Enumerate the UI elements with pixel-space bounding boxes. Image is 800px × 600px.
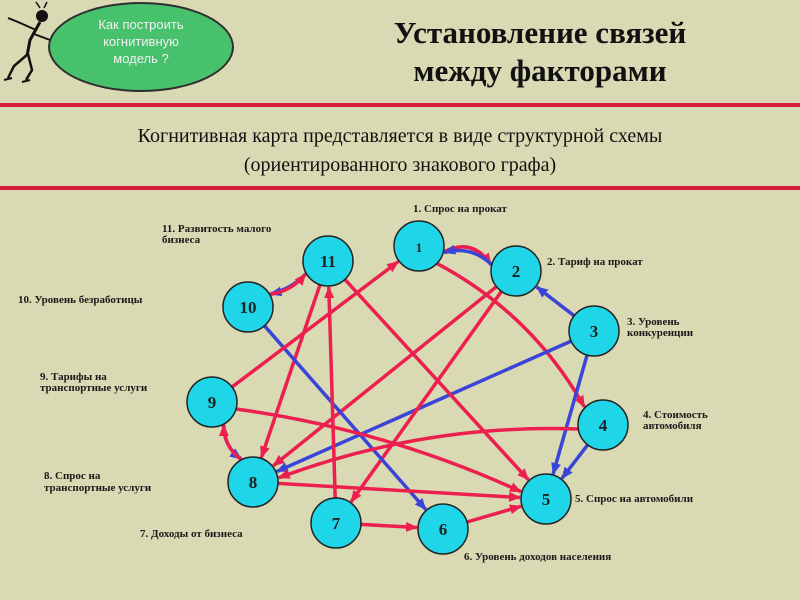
question-bubble-text: Как построить когнитивную модель ? — [48, 16, 234, 67]
node-circle-4 — [577, 399, 629, 451]
page-title: Установление связей между факторами — [300, 14, 780, 90]
node-label-8b: транспортные услуги — [44, 482, 152, 494]
edge-3-to-2 — [535, 285, 576, 318]
node-label-6: 6. Уровень доходов населения — [464, 551, 612, 563]
node-10: 10 — [222, 281, 274, 333]
subtitle: Когнитивная карта представляется в виде … — [0, 122, 800, 180]
title-line-2: между факторами — [413, 53, 667, 88]
node-3: 3 — [568, 305, 620, 357]
node-label-7: 7. Доходы от бизнеса — [140, 528, 243, 540]
node-number-6: 6 — [439, 520, 448, 539]
bubble-line-3: модель ? — [113, 51, 169, 66]
node-6: 6 — [417, 503, 469, 555]
edge-11-to-5 — [343, 278, 530, 481]
edge-8-to-5 — [277, 481, 521, 502]
node-number-2: 2 — [512, 262, 521, 281]
subtitle-line-1: Когнитивная карта представляется в виде … — [137, 125, 663, 147]
node-number-8: 8 — [249, 473, 258, 492]
node-label-8a: 8. Спрос на — [44, 470, 101, 482]
node-circle-10 — [222, 281, 274, 333]
node-circle-7 — [310, 497, 362, 549]
node-label-9a: 9. Тарифы на — [40, 371, 107, 383]
node-circle-2 — [490, 245, 542, 297]
node-circle-3 — [568, 305, 620, 357]
node-number-4: 4 — [599, 416, 608, 435]
edge-2-to-1 — [443, 244, 494, 267]
bubble-line-2: когнитивную — [103, 34, 179, 49]
edge-3-to-5 — [551, 354, 589, 475]
node-number-5: 5 — [542, 490, 551, 509]
edge-9-to-5 — [235, 407, 522, 494]
node-label-5: 5. Спрос на автомобили — [575, 493, 694, 505]
node-label-3a: 3. Уровень — [627, 316, 680, 328]
node-number-7: 7 — [332, 514, 341, 533]
node-circle-6 — [417, 503, 469, 555]
edge-3-to-8 — [275, 339, 572, 474]
node-circle-5 — [520, 473, 572, 525]
node-9: 9 — [186, 376, 238, 428]
node-8: 8 — [227, 456, 279, 508]
edge-11-to-8 — [259, 284, 322, 459]
stick-figure-icon — [3, 1, 51, 83]
node-1: 1 — [393, 220, 445, 272]
edge-8-to-9 — [218, 424, 243, 462]
question-bubble — [48, 2, 234, 92]
node-7: 7 — [310, 497, 362, 549]
node-label-2: 2. Тариф на прокат — [547, 256, 643, 268]
node-label-4a: 4. Стоимость — [643, 409, 708, 421]
node-number-9: 9 — [208, 393, 217, 412]
node-number-11: 11 — [320, 252, 336, 271]
node-circle-11 — [302, 235, 354, 287]
node-number-1: 1 — [416, 240, 423, 255]
node-11: 11 — [302, 235, 354, 287]
subtitle-line-2: (ориентированного знакового графа) — [243, 154, 557, 176]
node-label-11a: 11. Развитость малого — [162, 223, 272, 235]
edge-2-to-7 — [349, 290, 503, 503]
top-divider — [0, 103, 800, 107]
node-5: 5 — [520, 473, 572, 525]
node-circle-1 — [393, 220, 445, 272]
node-number-3: 3 — [590, 322, 599, 341]
node-number-10: 10 — [240, 298, 257, 317]
edge-10-to-11 — [269, 272, 307, 297]
edge-6-to-5 — [466, 504, 522, 524]
node-label-11b: бизнеса — [162, 234, 201, 246]
edge-1-to-4 — [436, 261, 586, 408]
bottom-divider — [0, 186, 800, 190]
edge-9-to-1 — [230, 260, 400, 389]
node-4: 4 — [577, 399, 629, 451]
node-label-4b: автомобиля — [643, 420, 702, 432]
node-2: 2 — [490, 245, 542, 297]
bubble-line-1: Как построить — [98, 17, 184, 32]
edge-2-to-8 — [272, 285, 498, 468]
node-label-1: 1. Спрос на прокат — [413, 203, 507, 215]
title-line-1: Установление связей — [393, 15, 687, 50]
edge-4-to-5 — [560, 443, 590, 480]
node-label-10: 10. Уровень безработицы — [18, 294, 143, 306]
edge-7-to-6 — [360, 521, 418, 532]
node-label-9b: транспортные услуги — [40, 382, 148, 394]
node-label-3b: конкуренции — [627, 327, 694, 339]
node-circle-9 — [186, 376, 238, 428]
edge-4-to-8 — [277, 426, 579, 480]
node-circle-8 — [227, 456, 279, 508]
edge-7-to-11 — [324, 286, 337, 499]
